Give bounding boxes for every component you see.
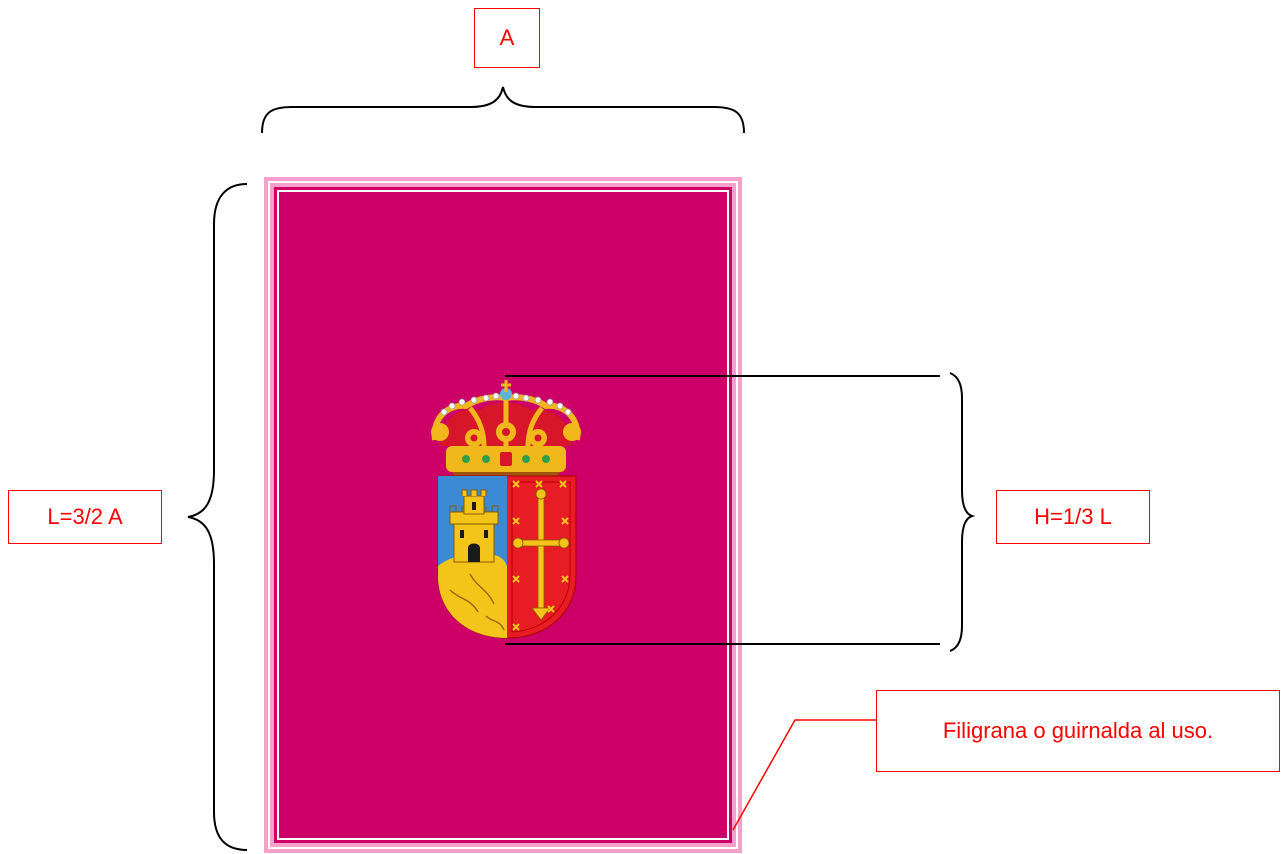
border-note-label: Filigrana o guirnalda al uso. bbox=[876, 690, 1280, 772]
cross-icon bbox=[512, 488, 570, 621]
length-label: L=3/2 A bbox=[8, 490, 162, 544]
coat-of-arms-icon bbox=[431, 380, 581, 639]
shield-left-rock bbox=[438, 554, 507, 638]
width-label: A bbox=[474, 8, 540, 68]
length-brace bbox=[187, 183, 248, 851]
emblem-height-brace bbox=[949, 372, 976, 652]
castle-icon bbox=[449, 489, 499, 563]
emblem-height-label: H=1/3 L bbox=[996, 490, 1150, 544]
flag-border-filigree bbox=[277, 190, 729, 840]
width-brace bbox=[261, 86, 745, 134]
filigree-leader bbox=[732, 719, 876, 831]
crown-icon bbox=[431, 380, 581, 478]
